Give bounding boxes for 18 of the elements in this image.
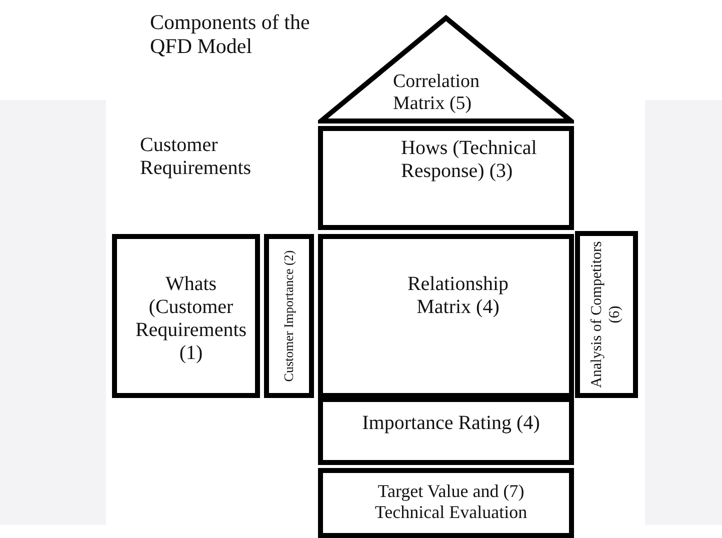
relationship-matrix-box [318,234,574,398]
box-label: Hows (Technical Response) (3) [401,137,538,183]
box-label: Importance Rating (4) [361,412,541,435]
box-label: Analysis of Competitors (6) [588,240,624,390]
competitors-column [575,231,638,398]
diagram-title: Components of the QFD Model [150,10,311,58]
target-value-box [318,468,574,538]
box-label: Customer Importance (2) [280,249,297,384]
box-label: Whats (Customer Requirements (1) [134,273,248,365]
box-label: Target Value and (7) Technical Evaluation [374,481,528,522]
hows-box [318,126,574,230]
box-label: Correlation Matrix (5) [393,71,481,115]
importance-column [264,234,314,398]
section-label: Customer Requirements [140,134,252,180]
box-label: Relationship Matrix (4) [406,273,510,319]
whats-box [112,234,260,398]
correlation-triangle [318,15,574,125]
importance-rating-box [318,397,574,465]
